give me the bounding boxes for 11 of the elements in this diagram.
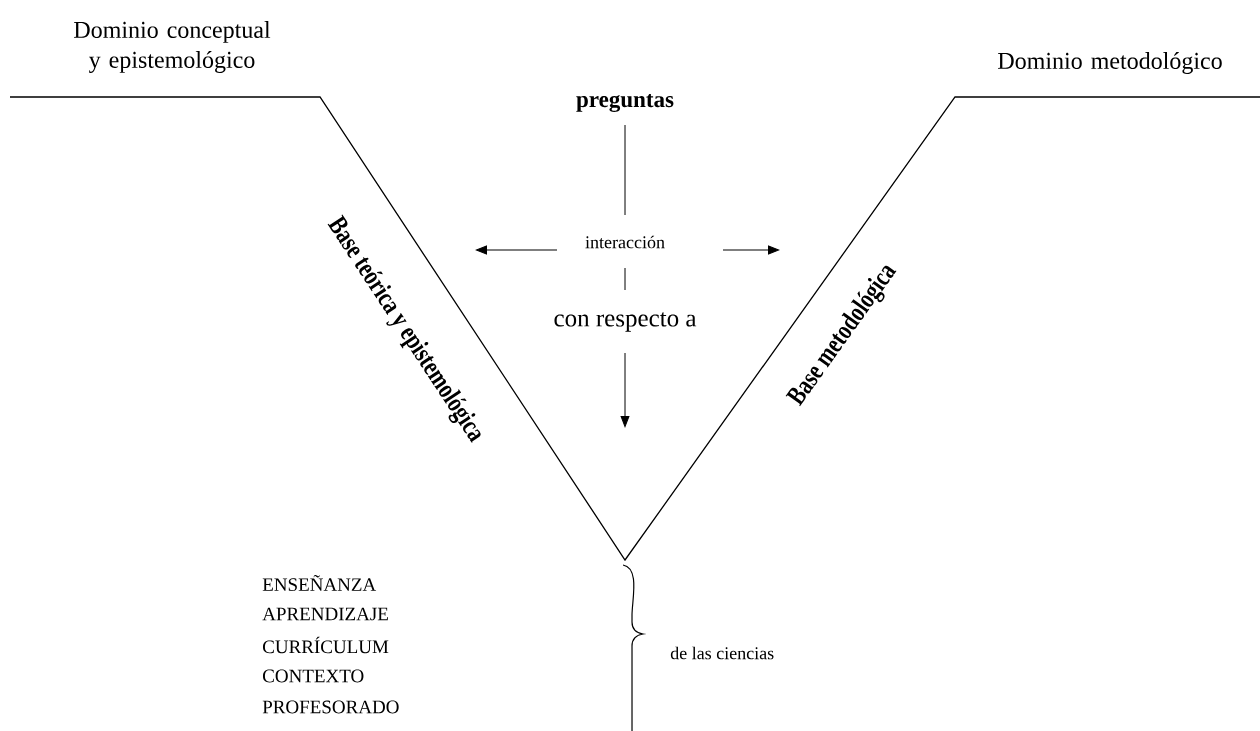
note-text: de las ciencias xyxy=(670,646,774,660)
list-item: CURRÍCULUM xyxy=(263,636,389,654)
center-text: con respecto a xyxy=(554,312,697,332)
center-text: interacción xyxy=(585,235,665,249)
heading-text: Dominio metodológico xyxy=(998,52,1222,74)
heading-text: preguntas xyxy=(576,93,674,112)
list-item: APRENDIZAJE xyxy=(262,607,388,621)
list-item: ENSEÑANZA xyxy=(262,574,377,592)
heading-text: Dominio conceptual y epistemológico xyxy=(74,21,271,73)
list-item: CONTEXTO xyxy=(263,669,364,683)
list-item: PROFESORADO xyxy=(262,700,399,714)
